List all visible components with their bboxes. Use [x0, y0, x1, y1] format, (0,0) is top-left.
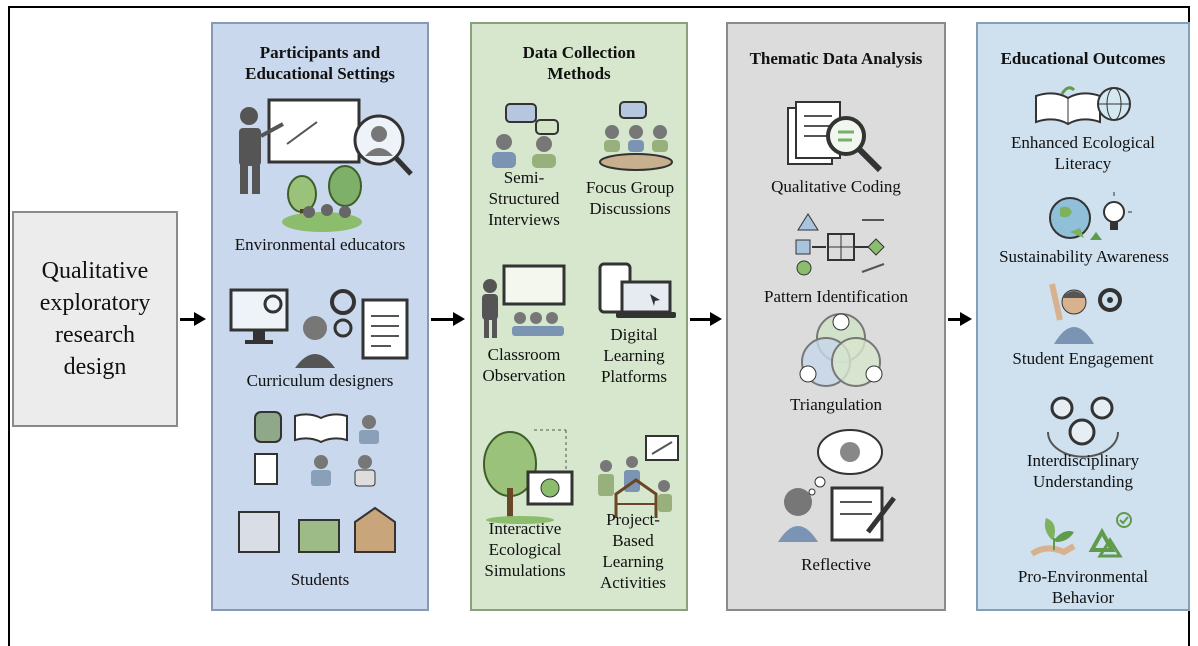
arrow-right [431, 312, 465, 326]
interview-icon [492, 103, 559, 168]
educational-outcomes-column: Educational Outcomes Enhanced Ecological… [976, 22, 1190, 611]
documents-magnifier-icon [787, 101, 883, 173]
venn-triangulation-icon [799, 313, 883, 387]
research-design-line: Qualitative [41, 258, 149, 284]
data-collection-column: Data Collection Methods Semi- Structured… [470, 22, 688, 611]
student-gear-icon [1049, 283, 1122, 344]
arrow-right [180, 312, 206, 326]
column-title: Educational Outcomes [1000, 49, 1166, 68]
plant-recycle-icon [1030, 512, 1132, 558]
gears-cycle-icon [1047, 396, 1119, 458]
item-label: Pattern Identification [764, 287, 908, 306]
item-label: Project- Based Learning Activities [599, 510, 667, 592]
designer-document-icon [229, 288, 409, 368]
column-title: Participants and Educational Settings [245, 43, 395, 83]
thematic-analysis-column: Thematic Data Analysis Qualitative Codin… [726, 22, 946, 611]
project-building-icon [598, 435, 679, 518]
classroom-icon [482, 264, 566, 338]
item-label: Curriculum designers [246, 371, 394, 390]
reflective-thinking-icon [778, 429, 896, 542]
item-label: Reflective [801, 555, 871, 574]
item-label: Semi- Structured Interviews [488, 168, 560, 229]
pattern-network-icon [795, 213, 885, 276]
column-title: Thematic Data Analysis [749, 49, 923, 68]
focus-group-icon [599, 101, 673, 171]
item-label: Enhanced Ecological Literacy [1011, 133, 1155, 173]
item-label: Pro-Environmental Behavior [1017, 567, 1149, 607]
item-label: Students [290, 570, 350, 589]
arrow-right [690, 312, 722, 326]
item-label: Interdisciplinary Understanding [1026, 451, 1140, 491]
item-label: Qualitative Coding [771, 177, 901, 196]
research-design-line: research [55, 322, 135, 348]
item-label: Digital Learning Platforms [600, 325, 668, 386]
item-label: Classroom Observation [482, 345, 566, 385]
tree-simulation-icon [483, 429, 574, 524]
item-label: Interactive Ecological Simulations [484, 519, 566, 580]
arrow-right [948, 312, 972, 326]
research-design-line: exploratory [39, 290, 151, 316]
item-label: Sustainability Awareness [999, 247, 1169, 266]
teacher-presentation-icon [239, 98, 413, 232]
globe-bulb-icon [1049, 192, 1132, 240]
item-label: Triangulation [790, 395, 882, 414]
research-design-line: design [63, 354, 127, 380]
item-label: Environmental educators [234, 235, 406, 254]
devices-icon [598, 262, 676, 318]
item-label: Student Engagement [1012, 349, 1154, 368]
book-globe-icon [1035, 86, 1131, 126]
column-title: Data Collection Methods [522, 43, 636, 83]
participants-column: Participants and Educational Settings En… [211, 22, 429, 611]
item-label: Focus Group Discussions [585, 178, 675, 218]
research-design-box: Qualitative exploratory research design [12, 211, 178, 427]
student-school-icon [238, 411, 396, 553]
